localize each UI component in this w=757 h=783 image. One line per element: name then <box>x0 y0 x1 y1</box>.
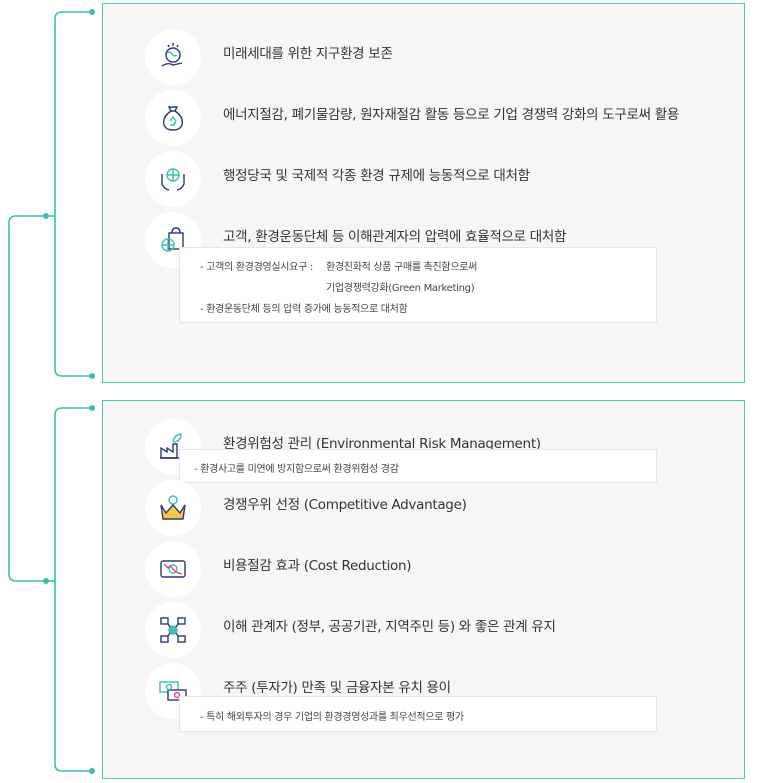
node-dot <box>89 405 95 411</box>
node-dot <box>89 373 95 379</box>
node-dot <box>89 768 95 774</box>
crown-person-icon <box>145 480 201 536</box>
risk-note: - 환경사고를 미연에 방지함으로써 환경위험성 경감 <box>179 449 657 483</box>
goal-label: 에너지절감, 폐기물감량, 원자재절감 활동 등으로 기업 경쟁력 강화의 도구… <box>223 107 679 123</box>
goal-label: 미래세대를 위한 지구환경 보존 <box>223 46 393 62</box>
network-people-icon <box>145 602 201 658</box>
investment-note: - 특히 해외투자의 경우 기업의 환경경영성과를 최우선적으로 평가 <box>179 696 657 732</box>
benefit-label: 이해 관계자 (정부, 공공기관, 지역주민 등) 와 좋은 관계 유지 <box>223 619 556 635</box>
benefit-label: 경쟁우위 선정 (Competitive Advantage) <box>223 497 467 513</box>
outer-bracket <box>8 215 46 582</box>
node-dot <box>89 9 95 15</box>
node-dot <box>43 578 49 584</box>
group1-bracket <box>54 11 92 377</box>
hands-globe-icon <box>145 151 201 207</box>
customer-demand-note: - 고객의 환경경영실시요구 : 환경친화적 상품 구매를 촉진함으로써 기업경… <box>179 247 657 323</box>
globe-hand-icon <box>145 29 201 85</box>
panel-environment-goals: 미래세대를 위한 지구환경 보존 에너지절감, 폐기물감량, 원자재절감 활동 … <box>102 3 745 383</box>
benefit-label: 환경위험성 관리 (Environmental Risk Management) <box>223 436 541 452</box>
goal-label: 고객, 환경운동단체 등 이해관계자의 압력에 효율적으로 대처함 <box>223 229 567 245</box>
panel-environment-benefits: 환경위험성 관리 (Environmental Risk Management)… <box>102 400 745 779</box>
note-line: - 환경운동단체 등의 압력 증가에 능동적으로 대처함 <box>200 304 408 315</box>
cost-down-icon <box>145 541 201 597</box>
group2-bracket <box>54 407 92 772</box>
benefit-label: 주주 (투자가) 만족 및 금융자본 유치 용이 <box>223 680 451 696</box>
note-line: 환경친화적 상품 구매를 촉진함으로써 <box>326 262 478 273</box>
note-line-prefix: - 고객의 환경경영실시요구 : <box>200 262 313 273</box>
note-line: - 특히 해외투자의 경우 기업의 환경경영성과를 최우선적으로 평가 <box>200 712 464 723</box>
note-line: - 환경사고를 미연에 방지함으로써 환경위험성 경감 <box>194 464 399 475</box>
goal-label: 행정당국 및 국제적 각종 환경 규제에 능동적으로 대처함 <box>223 168 530 184</box>
note-line: 기업경쟁력강화(Green Marketing) <box>326 283 475 294</box>
benefit-label: 비용절감 효과 (Cost Reduction) <box>223 558 412 574</box>
node-dot <box>43 213 49 219</box>
recycle-bag-icon <box>145 90 201 146</box>
